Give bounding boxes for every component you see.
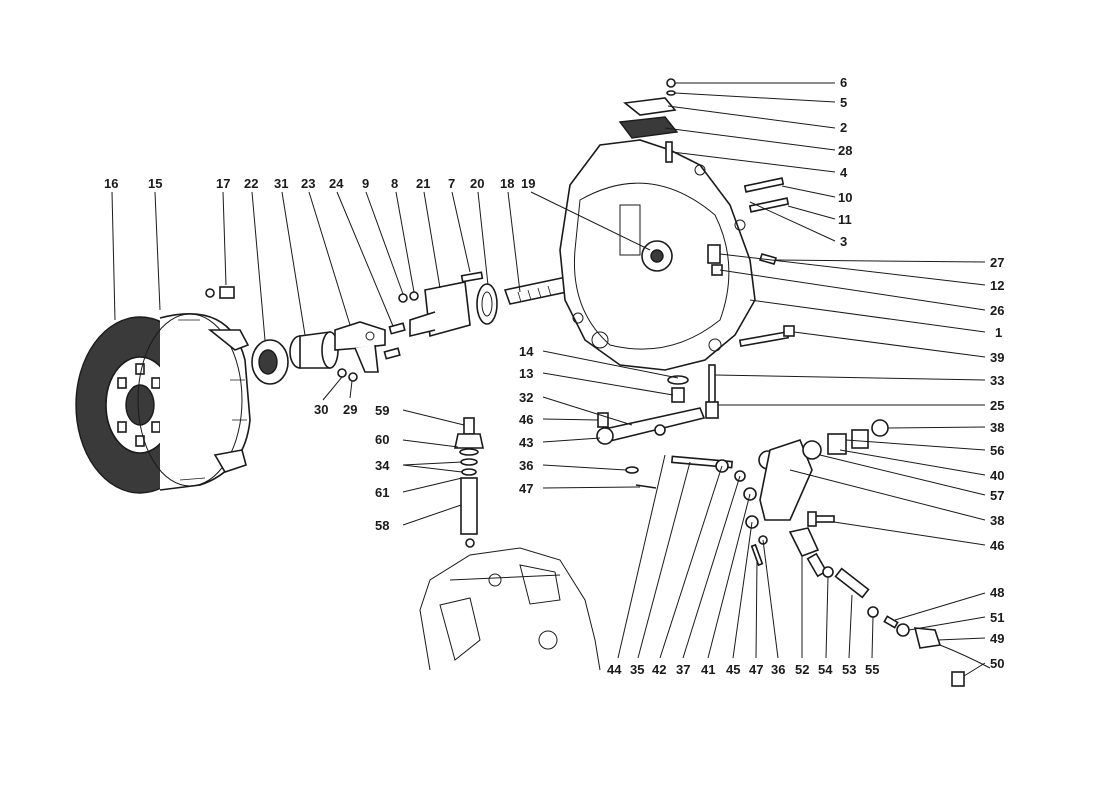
gearbox-casing-drawing: [419, 547, 601, 671]
label-3: 3: [840, 234, 847, 249]
label-44: 44: [607, 662, 622, 677]
label-30: 30: [314, 402, 328, 417]
label-2: 2: [840, 120, 847, 135]
label-27: 27: [990, 255, 1004, 270]
bolt-46-lower-drawing: [807, 511, 835, 527]
label-60: 60: [375, 432, 389, 447]
label-36-middle: 36: [519, 458, 533, 473]
leader-lines: [111, 82, 986, 677]
callout-labels: 16 15 17 22 31 23 24 9 8 21 7 20 18 19 6…: [104, 75, 1004, 677]
label-14: 14: [519, 344, 534, 359]
label-32: 32: [519, 390, 533, 405]
bolt-13-14-drawing: [667, 375, 689, 403]
pivot-assembly-drawing: [707, 244, 778, 276]
label-16: 16: [104, 176, 118, 191]
label-9: 9: [362, 176, 369, 191]
label-51: 51: [990, 610, 1004, 625]
label-46-lower: 46: [990, 538, 1004, 553]
label-42: 42: [652, 662, 666, 677]
label-35: 35: [630, 662, 644, 677]
label-24: 24: [329, 176, 344, 191]
label-8: 8: [391, 176, 398, 191]
label-17: 17: [216, 176, 230, 191]
label-28: 28: [838, 143, 852, 158]
label-15: 15: [148, 176, 162, 191]
label-38-upper: 38: [990, 420, 1004, 435]
label-25: 25: [990, 398, 1004, 413]
label-41: 41: [701, 662, 715, 677]
washers-8-9-drawing: [398, 291, 419, 303]
stud-7-drawing: [460, 271, 484, 283]
label-53: 53: [842, 662, 856, 677]
label-31: 31: [274, 176, 288, 191]
release-bearing-drawing: [251, 339, 289, 385]
label-7: 7: [448, 176, 455, 191]
relay-lever-drawing: [743, 419, 889, 567]
bolt-washer-17-drawing: [205, 286, 235, 299]
label-39: 39: [990, 350, 1004, 365]
pushrod-drawing: [705, 364, 719, 419]
label-43: 43: [519, 435, 533, 450]
guide-tube-drawing: [409, 281, 471, 338]
label-50: 50: [990, 656, 1004, 671]
stud-4-drawing: [665, 141, 673, 163]
label-33: 33: [990, 373, 1004, 388]
label-55: 55: [865, 662, 879, 677]
label-61: 61: [375, 485, 389, 500]
label-12: 12: [990, 278, 1004, 293]
label-26: 26: [990, 303, 1004, 318]
label-56: 56: [990, 443, 1004, 458]
hydraulic-cylinder-drawing: [454, 417, 484, 548]
label-47-middle: 47: [519, 481, 533, 496]
label-19: 19: [521, 176, 535, 191]
label-18: 18: [500, 176, 514, 191]
bearing-sleeve-drawing: [289, 331, 339, 369]
label-37: 37: [676, 662, 690, 677]
label-20: 20: [470, 176, 484, 191]
label-40: 40: [990, 468, 1004, 483]
label-47-bottom: 47: [749, 662, 763, 677]
label-1: 1: [995, 325, 1002, 340]
label-57: 57: [990, 488, 1004, 503]
label-46-upper: 46: [519, 412, 533, 427]
pins-24-drawing: [383, 322, 406, 360]
label-52: 52: [795, 662, 809, 677]
label-6: 6: [840, 75, 847, 90]
lever-43-drawing: [596, 407, 706, 489]
label-45: 45: [726, 662, 740, 677]
studs-10-11-drawing: [743, 177, 790, 213]
label-48: 48: [990, 585, 1004, 600]
label-58: 58: [375, 518, 389, 533]
bolt-39-drawing: [738, 325, 795, 348]
release-fork-drawing: [334, 321, 386, 373]
seal-20-drawing: [476, 283, 498, 325]
label-13: 13: [519, 366, 533, 381]
label-59: 59: [375, 403, 389, 418]
label-10: 10: [838, 190, 852, 205]
label-54: 54: [818, 662, 833, 677]
label-38-lower: 38: [990, 513, 1004, 528]
cable-end-drawing: [883, 615, 991, 687]
clevis-cable-drawing: [788, 527, 879, 618]
label-23: 23: [301, 176, 315, 191]
linkage-rod-drawing: [670, 455, 746, 482]
label-22: 22: [244, 176, 258, 191]
label-4: 4: [840, 165, 848, 180]
bell-housing-drawing: [559, 139, 756, 371]
label-29: 29: [343, 402, 357, 417]
washers-29-30-drawing: [337, 368, 358, 382]
cover-plate-drawing: [618, 78, 679, 139]
label-5: 5: [840, 95, 847, 110]
pressure-plate-drawing: [137, 313, 251, 491]
label-11: 11: [838, 212, 852, 227]
label-21: 21: [416, 176, 430, 191]
label-34: 34: [375, 458, 390, 473]
label-36-bottom: 36: [771, 662, 785, 677]
label-49: 49: [990, 631, 1004, 646]
